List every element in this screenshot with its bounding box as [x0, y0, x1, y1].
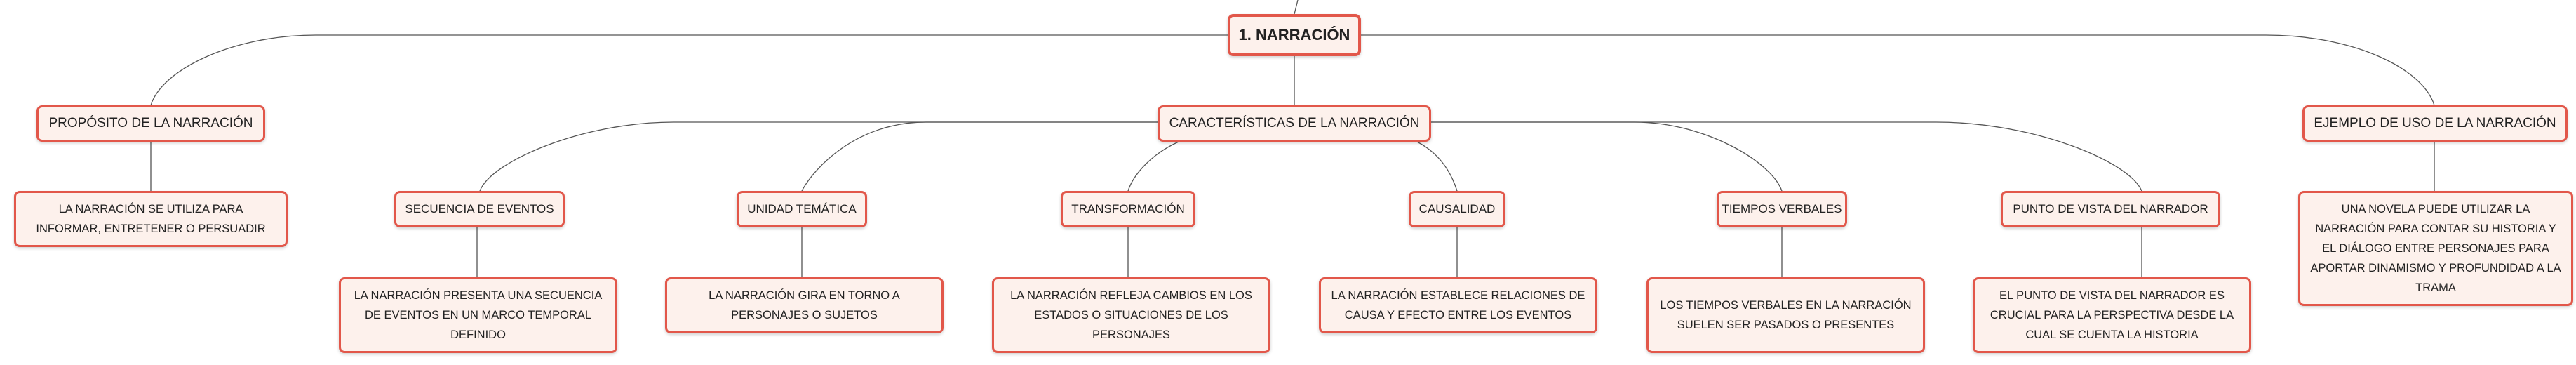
characteristic-label: UNIDAD TEMÁTICA [747, 202, 857, 215]
detail-text: LA NARRACIÓN REFLEJA CAMBIOS EN LOS ESTA… [1010, 289, 1252, 341]
characteristic-detail-1[interactable]: LA NARRACIÓN PRESENTA UNA SECUENCIA DE E… [339, 277, 617, 353]
purpose-node[interactable]: PROPÓSITO DE LA NARRACIÓN [36, 105, 265, 142]
detail-text: LA NARRACIÓN PRESENTA UNA SECUENCIA DE E… [354, 289, 603, 341]
characteristic-detail-6[interactable]: EL PUNTO DE VISTA DEL NARRADOR ES CRUCIA… [1973, 277, 2251, 353]
connector-characteristics-item-2 [801, 121, 1158, 192]
detail-text: LA NARRACIÓN SE UTILIZA PARA INFORMAR, E… [36, 203, 266, 235]
purpose-label: PROPÓSITO DE LA NARRACIÓN [48, 116, 253, 131]
connector-characteristics-item-4 [1416, 141, 1458, 192]
connector-root-purpose [150, 34, 1228, 106]
connector-root-example [1361, 34, 2435, 106]
characteristics-node[interactable]: CARACTERÍSTICAS DE LA NARRACIÓN [1158, 105, 1431, 142]
root-node[interactable]: 1. NARRACIÓN [1228, 14, 1361, 56]
detail-text: UNA NOVELA PUEDE UTILIZAR LA NARRACIÓN P… [2310, 203, 2561, 294]
characteristic-item-4[interactable]: CAUSALIDAD [1409, 191, 1505, 227]
characteristic-detail-3[interactable]: LA NARRACIÓN REFLEJA CAMBIOS EN LOS ESTA… [992, 277, 1270, 353]
characteristic-item-3[interactable]: TRANSFORMACIÓN [1061, 191, 1195, 227]
characteristic-item-6[interactable]: PUNTO DE VISTA DEL NARRADOR [2001, 191, 2220, 227]
characteristic-item-1[interactable]: SECUENCIA DE EVENTOS [394, 191, 565, 227]
characteristic-label: TRANSFORMACIÓN [1071, 202, 1185, 215]
root-label: 1. NARRACIÓN [1238, 26, 1350, 44]
characteristic-detail-5[interactable]: LOS TIEMPOS VERBALES EN LA NARRACIÓN SUE… [1646, 277, 1925, 353]
detail-text: EL PUNTO DE VISTA DEL NARRADOR ES CRUCIA… [1990, 289, 2234, 341]
characteristic-label: PUNTO DE VISTA DEL NARRADOR [2013, 202, 2208, 215]
characteristic-label: SECUENCIA DE EVENTOS [405, 202, 554, 215]
characteristic-detail-4[interactable]: LA NARRACIÓN ESTABLECE RELACIONES DE CAU… [1319, 277, 1597, 333]
connector-characteristics-item-6 [1431, 121, 2142, 192]
characteristic-item-5[interactable]: TIEMPOS VERBALES [1717, 191, 1847, 227]
connector-characteristics-item-5 [1431, 121, 1783, 192]
detail-text: LA NARRACIÓN GIRA EN TORNO A PERSONAJES … [709, 289, 900, 321]
connector-characteristics-item-1 [479, 121, 1158, 192]
detail-text: LA NARRACIÓN ESTABLECE RELACIONES DE CAU… [1331, 289, 1585, 321]
characteristic-item-2[interactable]: UNIDAD TEMÁTICA [737, 191, 867, 227]
example-node[interactable]: EJEMPLO DE USO DE LA NARRACIÓN [2302, 105, 2568, 142]
example-detail[interactable]: UNA NOVELA PUEDE UTILIZAR LA NARRACIÓN P… [2298, 191, 2573, 306]
example-label: EJEMPLO DE USO DE LA NARRACIÓN [2314, 116, 2556, 131]
characteristics-label: CARACTERÍSTICAS DE LA NARRACIÓN [1169, 116, 1420, 131]
connector-characteristics-item-3 [1127, 141, 1179, 192]
purpose-detail[interactable]: LA NARRACIÓN SE UTILIZA PARA INFORMAR, E… [14, 191, 288, 247]
characteristic-label: TIEMPOS VERBALES [1722, 202, 1842, 215]
detail-text: LOS TIEMPOS VERBALES EN LA NARRACIÓN SUE… [1660, 299, 1912, 331]
characteristic-label: CAUSALIDAD [1418, 202, 1496, 215]
connector-to-parent [1294, 0, 1299, 15]
characteristic-detail-2[interactable]: LA NARRACIÓN GIRA EN TORNO A PERSONAJES … [665, 277, 944, 333]
